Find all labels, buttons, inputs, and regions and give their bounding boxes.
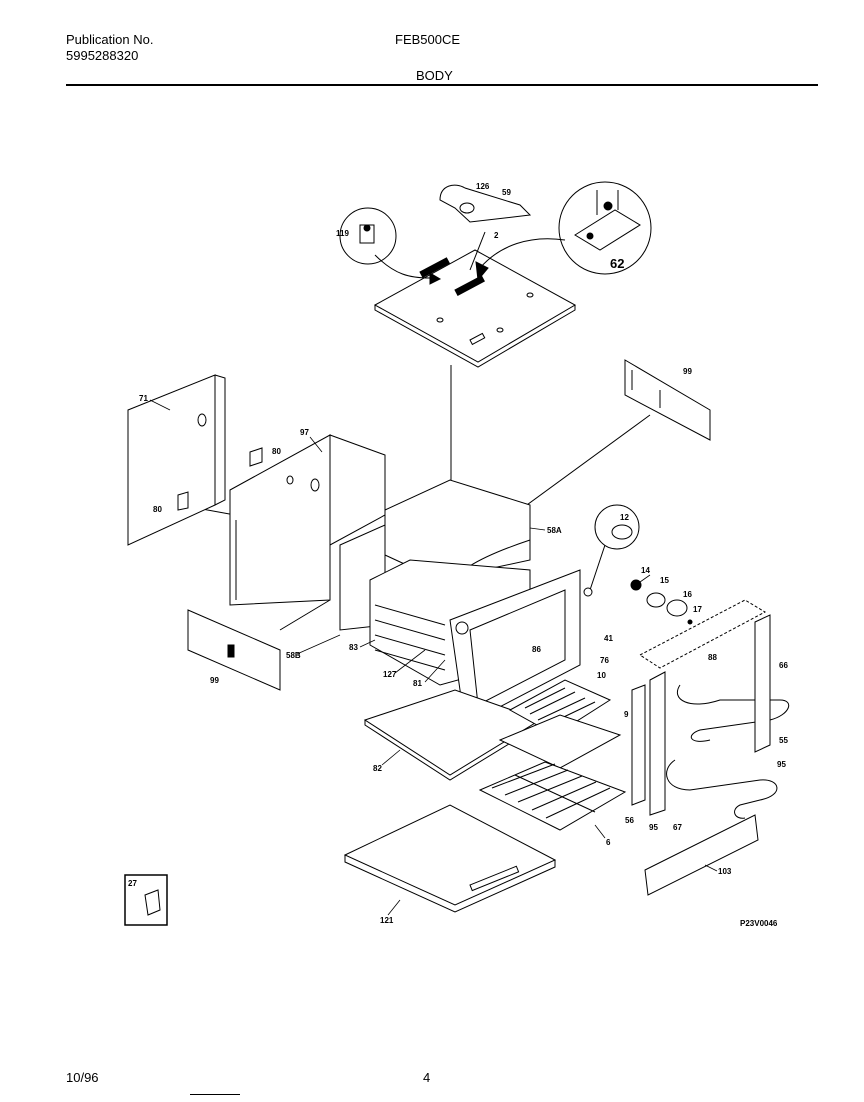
vent-duct <box>439 184 532 223</box>
part-label: 12 <box>620 513 629 522</box>
part-label: 6 <box>606 838 611 847</box>
part-label: 14 <box>641 566 650 575</box>
detail-circle-119 <box>339 207 442 285</box>
part-label: 97 <box>300 428 309 437</box>
part-label: 58A <box>547 526 562 535</box>
light-detail-12 <box>583 504 640 597</box>
side-panel-97 <box>229 434 386 606</box>
light-socket-parts <box>630 579 693 625</box>
publication-number: 5995288320 <box>66 48 139 63</box>
part-label: 82 <box>373 764 382 773</box>
part-label: 2 <box>494 231 499 240</box>
part-label: 103 <box>718 867 732 876</box>
part-label: 80 <box>153 505 162 514</box>
part-label: 127 <box>383 670 397 679</box>
part-label: 86 <box>532 645 541 654</box>
part-label: 88 <box>708 653 717 662</box>
model-number: FEB500CE <box>395 32 461 47</box>
part-label: 95 <box>649 823 658 832</box>
leader-lines <box>149 399 718 916</box>
inset-box-27 <box>124 874 168 926</box>
oven-rack-6 <box>478 761 627 831</box>
panel-99-left <box>187 609 281 691</box>
part-label: 119 <box>336 229 349 238</box>
diagram-code: P23V0046 <box>740 919 778 928</box>
bottom-panel-121 <box>343 804 557 913</box>
part-label: 80 <box>272 447 281 456</box>
oven-top-panel <box>373 249 577 368</box>
part-label: 95 <box>777 760 786 769</box>
back-panel-99-right <box>624 359 711 441</box>
part-label: 81 <box>413 679 422 688</box>
footer-rule <box>190 1094 240 1095</box>
part-label: 15 <box>660 576 669 585</box>
section-title: BODY <box>416 68 453 83</box>
part-label: 66 <box>779 661 788 670</box>
header-rule <box>66 84 818 86</box>
part-label: 9 <box>624 710 629 719</box>
side-panel-71 <box>127 374 226 546</box>
part-label: 10 <box>597 671 606 680</box>
part-label: 99 <box>210 676 219 685</box>
front-frame <box>449 569 581 726</box>
part-label: 27 <box>128 879 137 888</box>
part-label: 83 <box>349 643 358 652</box>
page-number: 4 <box>423 1070 431 1085</box>
broiler-pan-9 <box>498 714 622 769</box>
part-label: 99 <box>683 367 692 376</box>
part-label: 67 <box>673 823 682 832</box>
detail-circle-62 <box>475 181 652 282</box>
part-label: 41 <box>604 634 613 643</box>
part-label: 16 <box>683 590 692 599</box>
part-label: 55 <box>779 736 788 745</box>
part-label: 59 <box>502 188 511 197</box>
element-assembly <box>631 599 790 819</box>
guide-lines <box>179 231 651 631</box>
part-label: 71 <box>139 394 148 403</box>
part-label: 121 <box>380 916 394 925</box>
bracket-80 <box>177 447 263 511</box>
part-label: 76 <box>600 656 609 665</box>
part-label: 126 <box>476 182 490 191</box>
footer-date: 10/96 <box>66 1070 99 1085</box>
part-label: 62 <box>610 256 624 271</box>
part-label: 56 <box>625 816 634 825</box>
panel-strip-103 <box>644 814 759 896</box>
part-label: 58B <box>286 651 301 660</box>
part-label: 17 <box>693 605 702 614</box>
publication-label: Publication No. <box>66 32 154 47</box>
